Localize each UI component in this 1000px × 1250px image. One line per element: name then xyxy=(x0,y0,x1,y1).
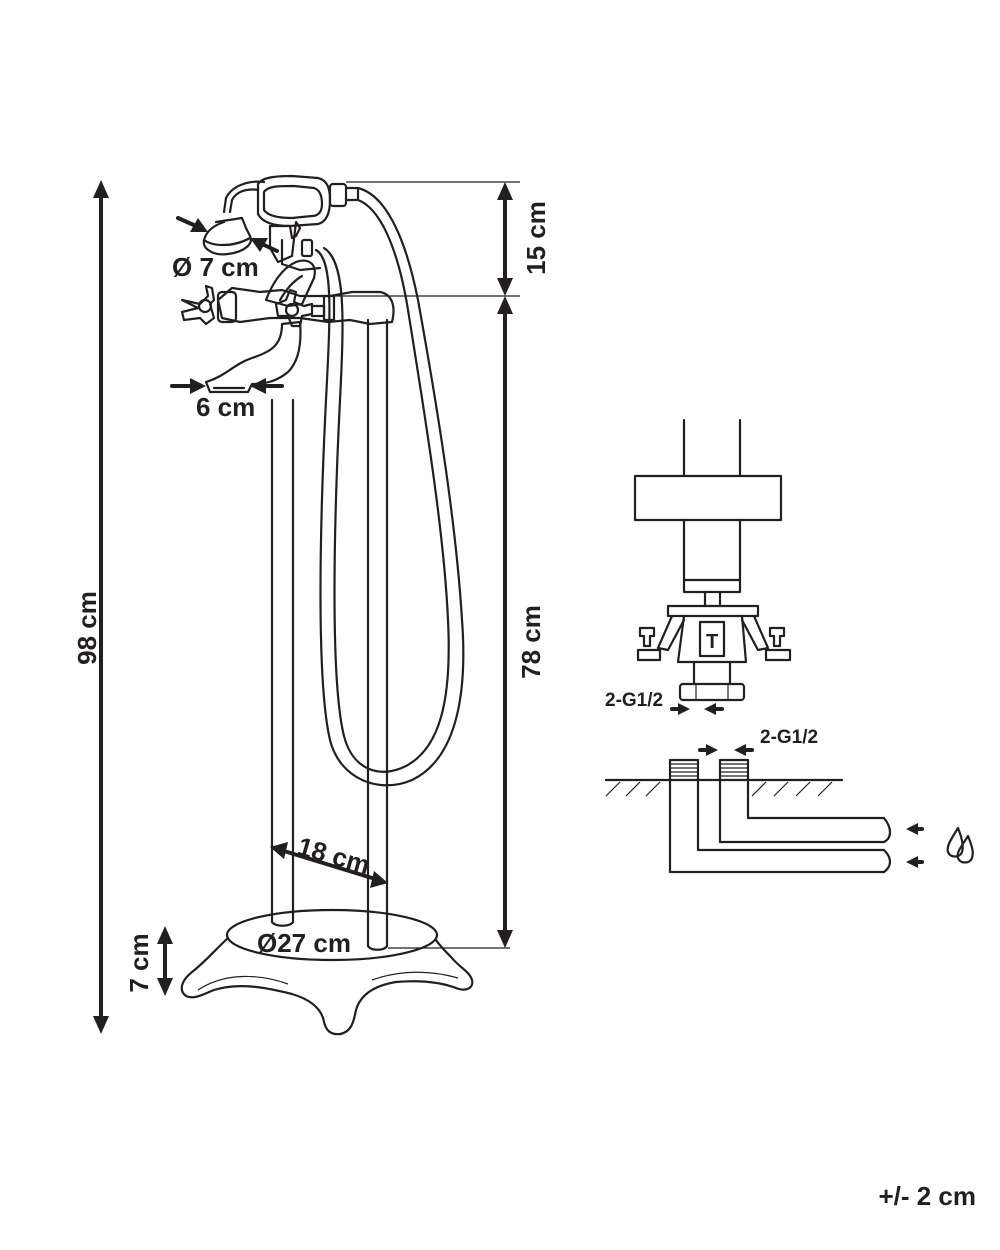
faucet-pipes xyxy=(270,318,389,951)
dim-handset-height xyxy=(330,181,520,297)
faucet-spout xyxy=(204,320,302,394)
handset-height-label: 15 cm xyxy=(521,201,551,275)
dim-spout-height xyxy=(388,296,513,949)
water-drops-icon xyxy=(946,826,974,864)
total-height-label: 98 cm xyxy=(72,591,102,665)
dimension-lines xyxy=(93,180,520,1034)
installation-detail: T xyxy=(604,418,974,874)
faucet-drawing xyxy=(180,174,474,1036)
base-height-label: 7 cm xyxy=(124,933,154,992)
dim-pipe-spacing xyxy=(270,842,388,888)
dim-base-height xyxy=(157,926,173,996)
faucet-base xyxy=(180,908,474,1036)
base-diameter-label: Ø27 cm xyxy=(257,928,351,958)
dim-spout-arrows xyxy=(170,378,284,394)
connection-label-upper: 2-G1/2 xyxy=(605,690,663,711)
dimension-labels: 98 cm 15 cm 78 cm 7 cm Ø 7 cm 6 cm 18 cm… xyxy=(72,201,976,1211)
dim-total-height xyxy=(93,180,109,1034)
pipe-spacing-label: 18 cm xyxy=(294,831,373,880)
showerhead-diameter-label: Ø 7 cm xyxy=(172,252,259,282)
connection-label-lower: 2-G1/2 xyxy=(760,727,818,748)
dim-showerhead-arrows xyxy=(176,216,279,253)
svg-text:T: T xyxy=(706,631,718,653)
spout-width-label: 6 cm xyxy=(196,392,255,422)
shower-hose xyxy=(314,186,465,787)
tolerance-label: +/- 2 cm xyxy=(878,1181,976,1211)
spout-height-label: 78 cm xyxy=(516,605,546,679)
shower-handset xyxy=(202,174,360,256)
